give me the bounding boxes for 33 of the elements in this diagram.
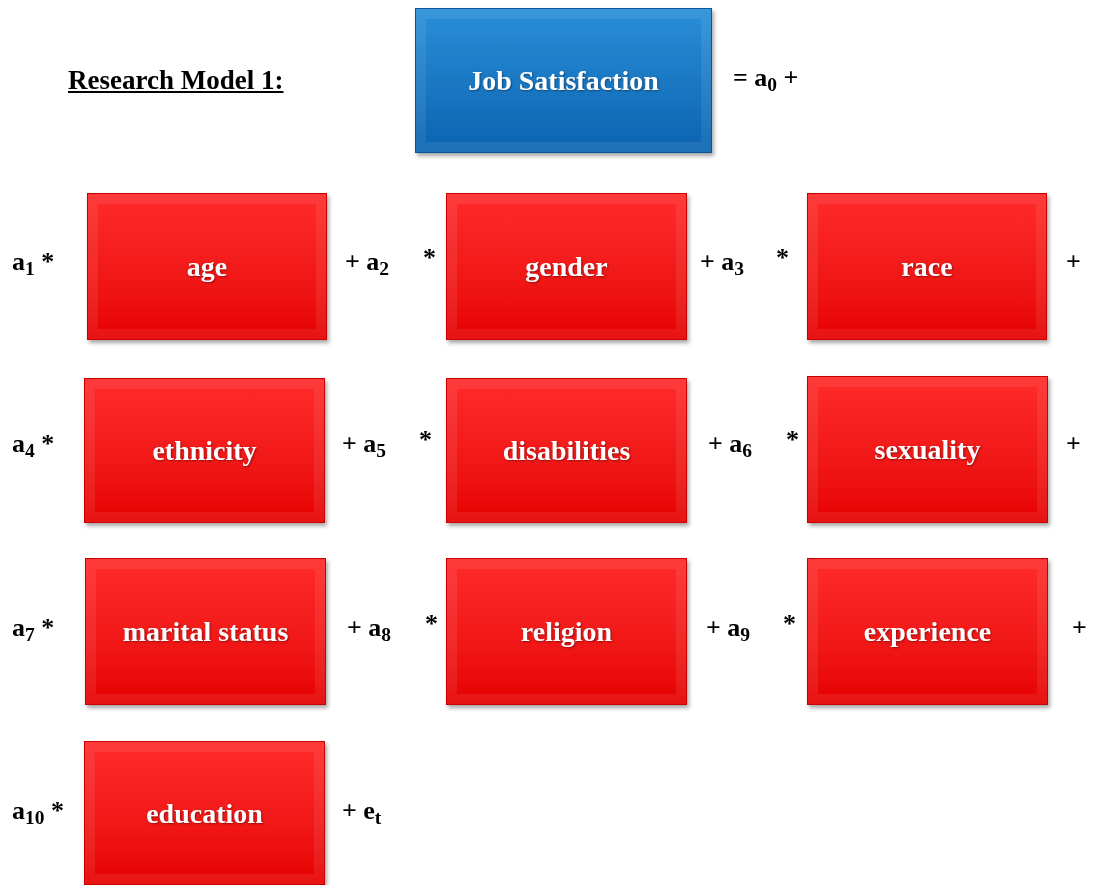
equation-term: + — [1066, 431, 1081, 457]
variable-box: experience — [807, 558, 1048, 705]
equation-term: a$_{4}$ * — [12, 431, 55, 457]
equation-term: * — [423, 245, 436, 271]
diagram-title: Research Model 1: — [68, 64, 284, 97]
equation-term: + a$_{6}$ — [708, 431, 753, 457]
equation-term: * — [786, 427, 799, 453]
variable-box: gender — [446, 193, 687, 340]
equation-term: + — [1066, 249, 1081, 275]
variable-box: race — [807, 193, 1047, 340]
equation-term: + a$_{5}$ — [342, 431, 387, 457]
equation-term: + — [1072, 615, 1087, 641]
variable-box: Job Satisfaction — [415, 8, 712, 153]
equation-term: * — [419, 427, 432, 453]
variable-box: religion — [446, 558, 687, 705]
equation-term: * — [783, 611, 796, 637]
equation-term: + a$_{9}$ — [706, 615, 751, 641]
variable-box: marital status — [85, 558, 326, 705]
variable-box: disabilities — [446, 378, 687, 523]
equation-term: * — [425, 611, 438, 637]
equation-term: a$_{7}$ * — [12, 615, 55, 641]
variable-box: sexuality — [807, 376, 1048, 523]
equation-term: + a$_{2}$ — [345, 249, 390, 275]
variable-box: age — [87, 193, 327, 340]
equation-term: + a$_{3}$ — [700, 249, 745, 275]
equation-term: + a$_{8}$ — [347, 615, 392, 641]
equation-term: a$_{10}$ * — [12, 798, 64, 824]
equation-term: * — [776, 245, 789, 271]
equation-term: = a$_{0}$ + — [733, 65, 799, 91]
variable-box: education — [84, 741, 325, 885]
equation-term: + e$_{t}$ — [342, 798, 382, 824]
equation-term: a$_{1}$ * — [12, 249, 55, 275]
variable-box: ethnicity — [84, 378, 325, 523]
